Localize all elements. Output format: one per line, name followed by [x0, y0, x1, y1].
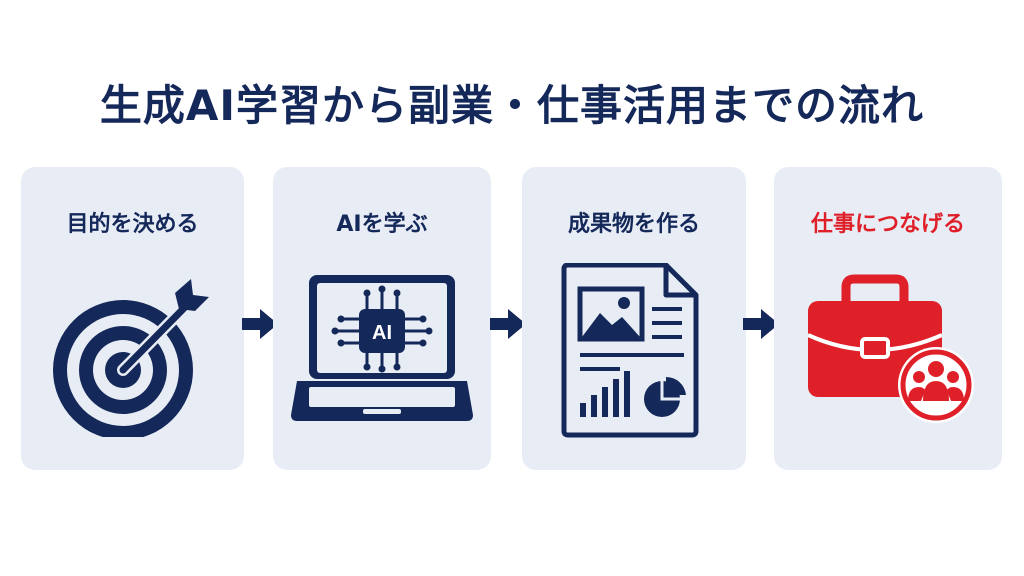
briefcase-people-icon [807, 274, 974, 423]
arrow-right-icon [490, 309, 526, 339]
step-card-connect-to-work: 仕事につなげる [774, 167, 1002, 470]
document-report-icon [561, 263, 699, 438]
arrow-right-icon [743, 309, 779, 339]
step-label-create-output: 成果物を作る [567, 212, 700, 237]
laptop-ai-chip-icon: AI [291, 275, 473, 421]
page-title: 生成AI学習から副業・仕事活用までの流れ [99, 81, 925, 130]
arrow-right-icon [242, 309, 278, 339]
step-label-connect-to-work: 仕事につなげる [810, 212, 965, 237]
step-card-goal: 目的を決める [21, 167, 244, 470]
step-card-create-output: 成果物を作る [522, 167, 746, 470]
step-label-learn-ai: AIを学ぶ [336, 212, 428, 237]
step-card-learn-ai: AIを学ぶ [273, 167, 491, 470]
target-icon [53, 279, 209, 437]
step-label-goal: 目的を決める [66, 212, 199, 237]
chip-label: AI [372, 322, 392, 344]
